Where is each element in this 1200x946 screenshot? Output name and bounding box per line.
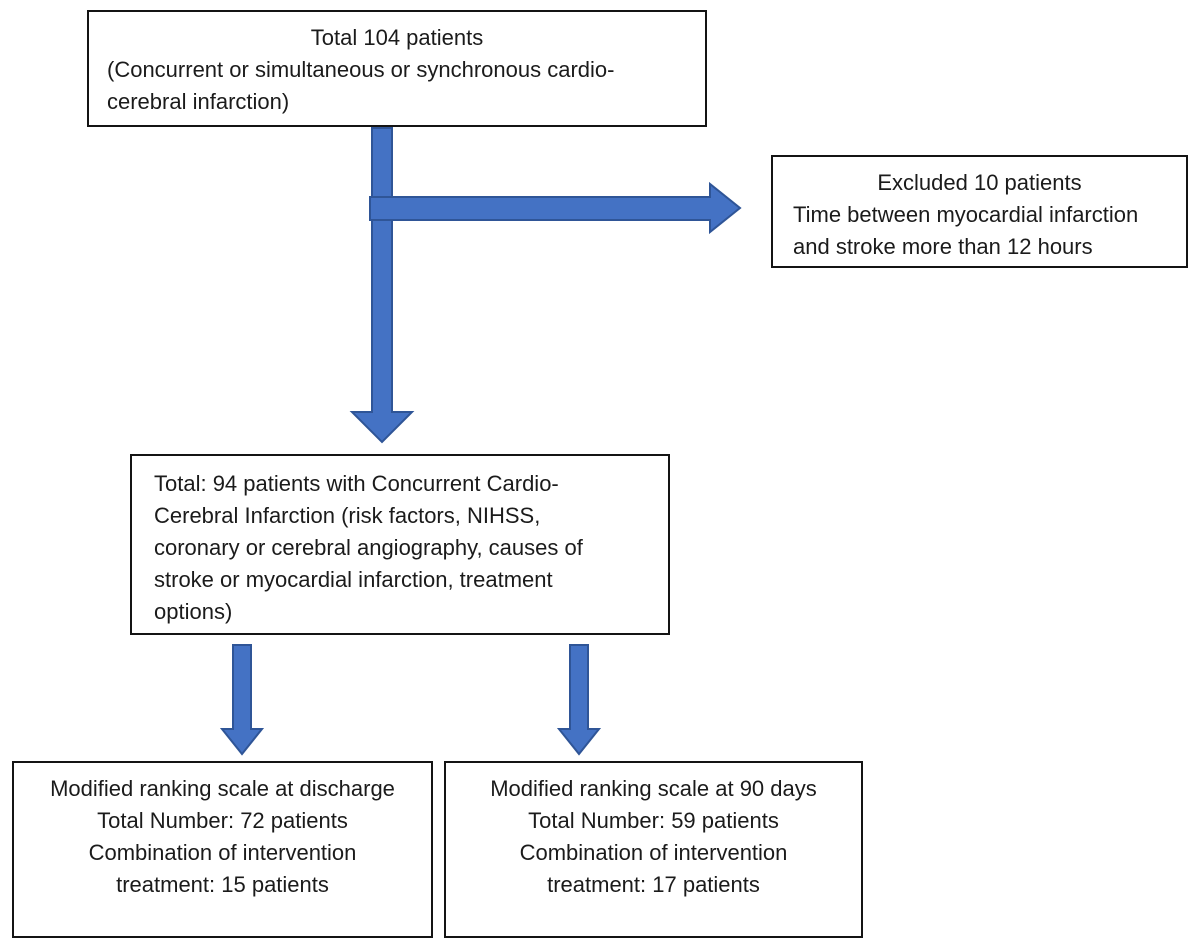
box-excluded-patients: Excluded 10 patients Time between myocar…	[771, 155, 1188, 268]
box-total-body: (Concurrent or simultaneous or synchrono…	[107, 57, 615, 114]
box-total-title: Total 104 patients	[310, 25, 484, 50]
box-mrs-discharge-body: Modified ranking scale at discharge Tota…	[50, 776, 395, 897]
box-mrs-90-days-body: Modified ranking scale at 90 days Total …	[490, 776, 817, 897]
down-arrow-main	[349, 127, 415, 444]
box-excluded-body: Time between myocardial infarction and s…	[793, 202, 1139, 259]
down-arrow-left	[219, 644, 265, 756]
box-excluded-title: Excluded 10 patients	[877, 170, 1082, 195]
right-arrow-excluded	[369, 181, 742, 235]
box-cohort-patients: Total: 94 patients with Concurrent Cardi…	[130, 454, 670, 635]
box-total-patients: Total 104 patients (Concurrent or simult…	[87, 10, 707, 127]
box-cohort-body: Total: 94 patients with Concurrent Cardi…	[154, 471, 583, 624]
box-mrs-90-days: Modified ranking scale at 90 days Total …	[444, 761, 863, 938]
box-mrs-discharge: Modified ranking scale at discharge Tota…	[12, 761, 433, 938]
down-arrow-right	[556, 644, 602, 756]
